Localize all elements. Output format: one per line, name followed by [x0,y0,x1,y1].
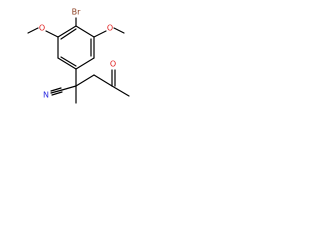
nitrile-bond-1 [50,89,63,94]
structure-canvas: Br O O N O [0,0,152,152]
methoxy-left-oxygen-label: O [39,24,45,33]
methoxy-right-oxygen-label: O [107,24,113,33]
nitrile-bond-3 [51,91,63,96]
c-o-right-bond [93,30,107,38]
ch2-co-bond [93,74,113,87]
o-ch3-right-bond [113,27,125,34]
c-cn-bond [61,85,77,91]
ring-double-bond-6 [60,28,77,40]
ring-bond-4 [57,57,77,70]
ring-bond-3 [75,57,95,70]
chemical-structure-diagram: Br O O N O [27,8,130,104]
c-o-left-bond [45,30,59,38]
ketone-oxygen-label: O [110,60,116,69]
nitrile-bond-2 [50,87,62,92]
nitrile-nitrogen-label: N [43,91,49,100]
bromine-label: Br [72,8,81,17]
o-ch3-left-bond [27,27,39,34]
ring-double-bond-4 [60,56,77,67]
c-ch2-bond [75,74,95,87]
ring-bond-6 [57,25,77,38]
ring-bond-1 [75,25,95,38]
ketone-methyl-bond [111,85,130,97]
